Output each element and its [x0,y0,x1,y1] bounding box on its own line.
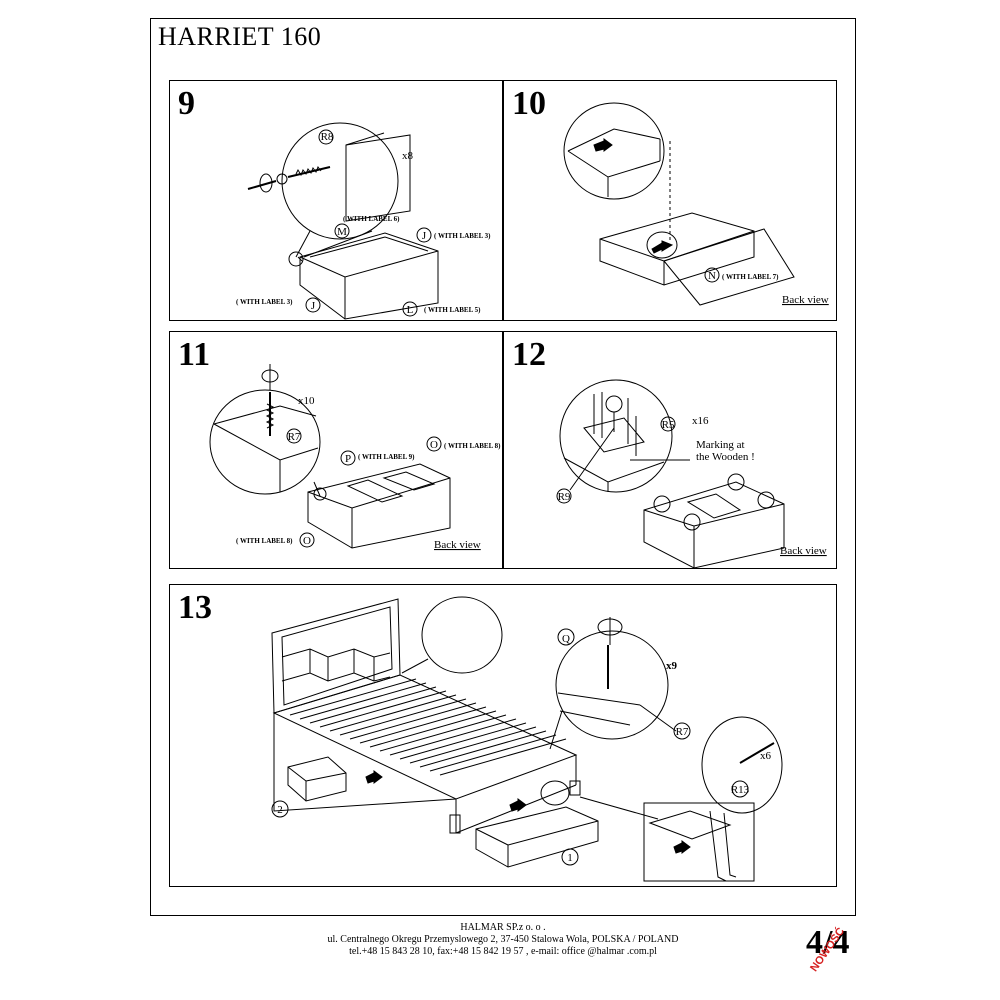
label-l: ( WITH LABEL 5) [424,306,481,314]
part-drawer-1: 1 [567,852,573,864]
count-label: x10 [298,395,315,407]
label-j-left: ( WITH LABEL 3) [236,298,293,306]
step-9-panel: 9 [169,80,503,321]
label-o-bottom: ( WITH LABEL 8) [236,537,293,545]
part-n: N [708,270,716,282]
company-address: ul. Centralnego Okregu Przemyslowego 2, … [327,934,679,945]
label-m: ( WITH LABEL 6) [343,215,400,223]
step-number: 13 [178,589,212,626]
label-p: ( WITH LABEL 9) [358,453,415,461]
part-r7: R7 [676,726,689,738]
step-number: 12 [512,336,546,373]
step-12-drawing: x16 R5 R9 Marking at the Wooden ! Back v… [556,379,827,569]
document-title: HARRIET 160 [158,22,322,51]
marking-note-line2: the Wooden ! [696,451,755,463]
part-r8: R8 [321,131,334,143]
step-number: 10 [512,85,546,122]
part-r13: R13 [731,784,750,796]
part-r5: R5 [662,419,675,431]
back-view-label: Back view [780,545,827,557]
label-j-right: ( WITH LABEL 3) [434,232,491,240]
step-number: 9 [178,85,195,122]
step-12-panel: 12 x16 R5 [503,331,837,569]
marking-note-line1: Marking at [696,439,745,451]
company-contact: tel.+48 15 843 28 10, fax:+48 15 842 19 … [349,946,657,957]
step-11-panel: 11 x10 R7 P ( WITH LABEL [169,331,503,569]
part-l: L [407,304,414,316]
part-r7: R7 [288,431,301,443]
company-name: HALMAR SP.z o. o . [460,922,546,933]
part-p: P [345,453,351,465]
back-view-label: Back view [434,539,481,551]
step-11-drawing: x10 R7 P ( WITH LABEL 9) O ( WITH LABEL … [209,364,501,551]
step-13-panel: 13 [169,584,837,887]
count-label: x16 [692,415,709,427]
instruction-sheet [150,18,856,916]
part-j-left: J [311,300,316,312]
part-r9: R9 [558,491,571,503]
part-o-top: O [430,439,438,451]
part-drawer-2: 2 [277,804,283,816]
step-number: 11 [178,336,211,373]
page-number: 4/4 [806,924,850,961]
label-o-top: ( WITH LABEL 8) [444,442,501,450]
back-view-label: Back view [782,294,829,306]
step-13-drawing: x9 x6 Q R7 R13 1 2 [271,596,783,882]
count-label: x9 [666,660,678,672]
step-10-drawing: N ( WITH LABEL 7) Back view [563,102,829,306]
step-10-panel: 10 N ( WITH LABEL 7) Back view [503,80,837,321]
footer: HALMAR SP.z o. o . ul. Centralnego Okreg… [150,922,856,958]
part-m: M [337,226,347,238]
part-o-bottom: O [303,535,311,547]
part-q: Q [562,633,570,645]
part-j-right: J [422,230,427,242]
label-n: ( WITH LABEL 7) [722,273,779,281]
step-9-drawing: R8 x8 M ( WITH LABEL 6) J ( WITH LABEL 3… [236,122,491,320]
count-label: x8 [402,150,414,162]
count-label-small: x6 [760,750,772,762]
